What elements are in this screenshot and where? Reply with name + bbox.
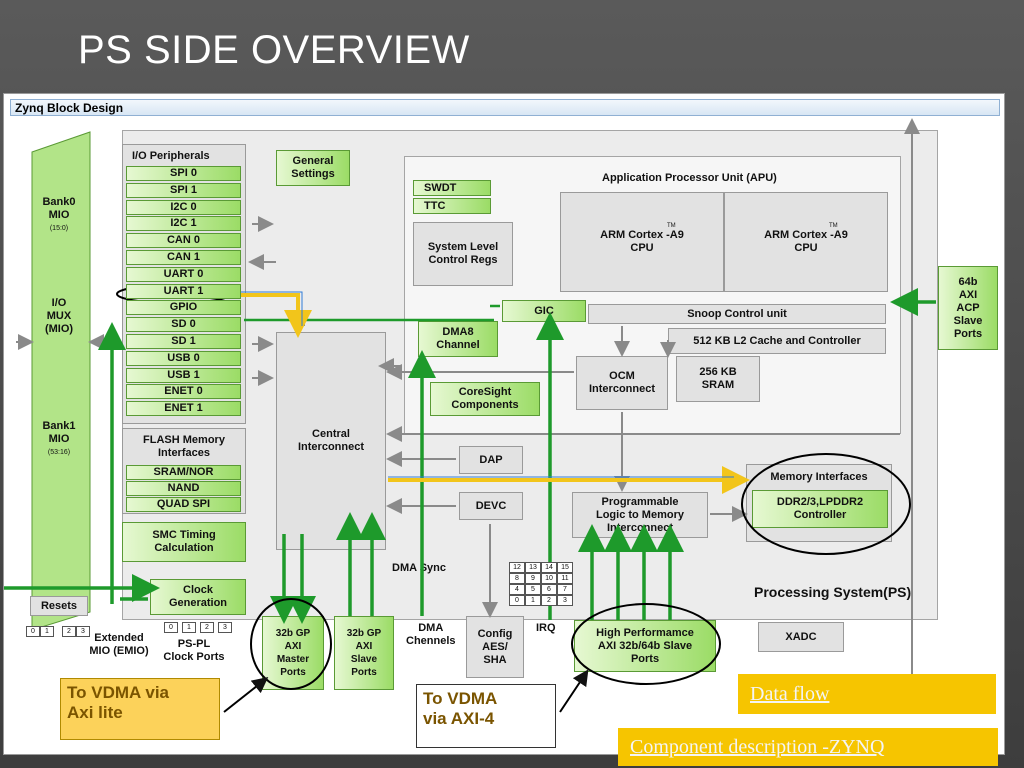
irq-cell: 8 bbox=[509, 573, 525, 584]
io-peripheral-gpio: GPIO bbox=[126, 300, 241, 316]
resets-block: Resets bbox=[30, 596, 88, 616]
irq-cell: 6 bbox=[541, 584, 557, 595]
io-peripheral-can-0: CAN 0 bbox=[126, 233, 241, 249]
apu-title: Application Processor Unit (APU) bbox=[602, 172, 777, 184]
io-peripheral-uart-0: UART 0 bbox=[126, 266, 241, 282]
dap-block: DAP bbox=[459, 446, 523, 474]
clock-port-0: 0 bbox=[164, 622, 178, 633]
irq-cell: 12 bbox=[509, 562, 525, 573]
irq-cell: 9 bbox=[525, 573, 541, 584]
irq-cell: 0 bbox=[509, 595, 525, 606]
io-peripherals-title: I/O Peripherals bbox=[132, 150, 210, 162]
emio-port-2: 2 bbox=[62, 626, 76, 637]
irq-cell: 11 bbox=[557, 573, 573, 584]
emio-port-1: 1 bbox=[40, 626, 54, 637]
clock-port-1: 1 bbox=[182, 622, 196, 633]
irq-cell: 4 bbox=[509, 584, 525, 595]
io-peripheral-uart-1: UART 1 bbox=[126, 283, 241, 299]
io-peripheral-enet-0: ENET 0 bbox=[126, 384, 241, 400]
cpu-1-tm-mark: TM bbox=[829, 223, 838, 229]
devc-block: DEVC bbox=[459, 492, 523, 520]
io-peripheral-spi-1: SPI 1 bbox=[126, 182, 241, 198]
io-peripheral-usb-1: USB 1 bbox=[126, 367, 241, 383]
io-peripheral-usb-0: USB 0 bbox=[126, 350, 241, 366]
irq-cell: 10 bbox=[541, 573, 557, 584]
irq-cell: 1 bbox=[525, 595, 541, 606]
clock-port-2: 2 bbox=[200, 622, 214, 633]
clock-port-3: 3 bbox=[218, 622, 232, 633]
zynq-block-diagram: Zynq Block Design Application Processor … bbox=[3, 93, 1005, 755]
slide-title: PS SIDE OVERVIEW bbox=[78, 28, 470, 72]
dma-sync-label: DMA Sync bbox=[392, 562, 446, 574]
diagram-window-title: Zynq Block Design bbox=[10, 99, 1000, 116]
processing-system-label: Processing System(PS) bbox=[754, 584, 912, 600]
flash-item-quad-spi: QUAD SPI bbox=[126, 497, 241, 512]
io-peripheral-i2c-0: I2C 0 bbox=[126, 199, 241, 215]
component-description-link[interactable]: Component description -ZYNQ bbox=[618, 728, 998, 766]
flash-item-sram-nor: SRAM/NOR bbox=[126, 465, 241, 480]
io-peripheral-i2c-1: I2C 1 bbox=[126, 216, 241, 232]
swdt-block: SWDT bbox=[413, 180, 491, 196]
io-peripheral-sd-0: SD 0 bbox=[126, 317, 241, 333]
io-peripheral-spi-0: SPI 0 bbox=[126, 166, 241, 181]
irq-cell: 15 bbox=[557, 562, 573, 573]
cpu-0-tm-mark: TM bbox=[667, 223, 676, 229]
irq-label: IRQ bbox=[536, 622, 556, 634]
irq-cell: 5 bbox=[525, 584, 541, 595]
irq-cell: 7 bbox=[557, 584, 573, 595]
flash-item-nand: NAND bbox=[126, 481, 241, 496]
irq-cell: 3 bbox=[557, 595, 573, 606]
mio-mux-shape bbox=[31, 131, 91, 631]
io-peripheral-can-1: CAN 1 bbox=[126, 250, 241, 265]
xadc-block: XADC bbox=[758, 622, 844, 652]
snoop-control-block: Snoop Control unit bbox=[588, 304, 886, 324]
irq-cell: 2 bbox=[541, 595, 557, 606]
data-flow-link[interactable]: Data flow bbox=[738, 674, 996, 714]
emio-port-3: 3 bbox=[76, 626, 90, 637]
emio-port-0: 0 bbox=[26, 626, 40, 637]
io-peripheral-sd-1: SD 1 bbox=[126, 334, 241, 349]
io-peripheral-enet-1: ENET 1 bbox=[126, 401, 241, 417]
diagram-arrows bbox=[4, 118, 936, 713]
irq-cell: 14 bbox=[541, 562, 557, 573]
ttc-block: TTC bbox=[413, 198, 491, 214]
irq-cell: 13 bbox=[525, 562, 541, 573]
